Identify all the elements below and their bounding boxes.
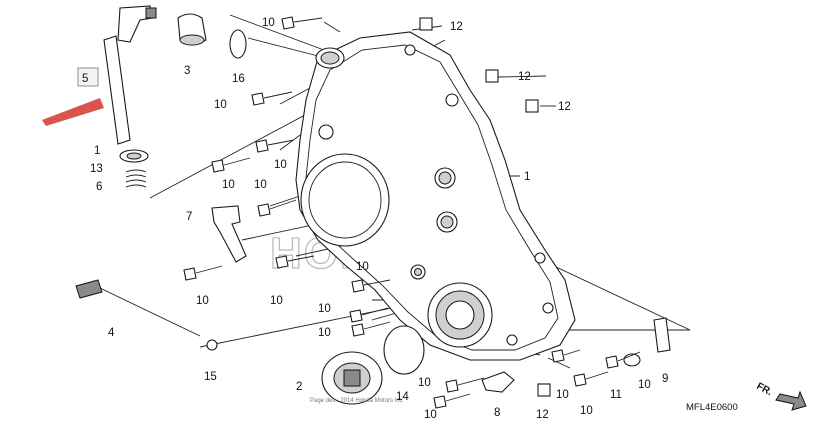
callout-10: 10 — [254, 179, 267, 191]
o-ring-16 — [229, 29, 247, 59]
collars — [419, 17, 551, 397]
callout-10: 10 — [318, 327, 331, 339]
callout-11: 11 — [610, 389, 622, 401]
callout-10: 10 — [214, 99, 227, 111]
callout-10: 10 — [580, 405, 593, 417]
bracket-7 — [211, 205, 247, 263]
copyright-note: Page des : 2014 Honda Motors Inc — [310, 398, 403, 404]
dipstick — [75, 279, 201, 337]
callout-10: 10 — [424, 409, 437, 421]
spring — [125, 169, 147, 188]
callout-10: 10 — [356, 261, 369, 273]
callout-3: 3 — [184, 65, 190, 77]
highlight-5 — [42, 67, 104, 126]
callout-12: 12 — [536, 409, 549, 421]
callout-10: 10 — [638, 379, 651, 391]
callout-14: 14 — [396, 391, 409, 403]
callout-12: 12 — [450, 21, 463, 33]
plug-cap — [177, 13, 207, 46]
oil-seal — [119, 149, 149, 163]
callout-10: 10 — [262, 17, 275, 29]
callout-1-cover: 1 — [524, 171, 530, 183]
callout-15: 15 — [204, 371, 217, 383]
callout-1: 1 — [94, 145, 100, 157]
pulley-2 — [321, 351, 383, 405]
diagram-code: MFL4E0600 — [686, 402, 738, 413]
front-direction-arrow: FR. — [755, 381, 807, 411]
front-direction-label: FR. — [755, 381, 775, 398]
spacer-11 — [623, 353, 641, 367]
callout-10: 10 — [270, 295, 283, 307]
callouts: 5 1 13 6 3 16 10 10 10 10 10 10 10 10 10… — [82, 17, 668, 421]
shift-shaft — [103, 5, 157, 145]
callout-13: 13 — [90, 163, 103, 175]
callout-12: 12 — [558, 101, 571, 113]
callout-10: 10 — [418, 377, 431, 389]
callout-2: 2 — [296, 381, 302, 393]
callout-10: 10 — [196, 295, 209, 307]
clamp-8 — [481, 371, 515, 393]
callout-4: 4 — [108, 327, 115, 339]
callout-8: 8 — [494, 407, 500, 419]
callout-16: 16 — [232, 73, 245, 85]
callout-6: 6 — [96, 181, 102, 193]
callout-7: 7 — [186, 211, 192, 223]
callout-10: 10 — [222, 179, 235, 191]
bolts — [183, 16, 641, 409]
o-ring-14 — [383, 325, 425, 375]
bracket-9 — [653, 317, 671, 353]
callout-10: 10 — [274, 159, 287, 171]
callout-5: 5 — [82, 73, 88, 85]
callout-9: 9 — [662, 373, 668, 385]
callout-10: 10 — [318, 303, 331, 315]
callout-12: 12 — [518, 71, 531, 83]
clutch-cover — [295, 31, 576, 361]
callout-10: 10 — [556, 389, 569, 401]
washer-15 — [206, 339, 218, 351]
